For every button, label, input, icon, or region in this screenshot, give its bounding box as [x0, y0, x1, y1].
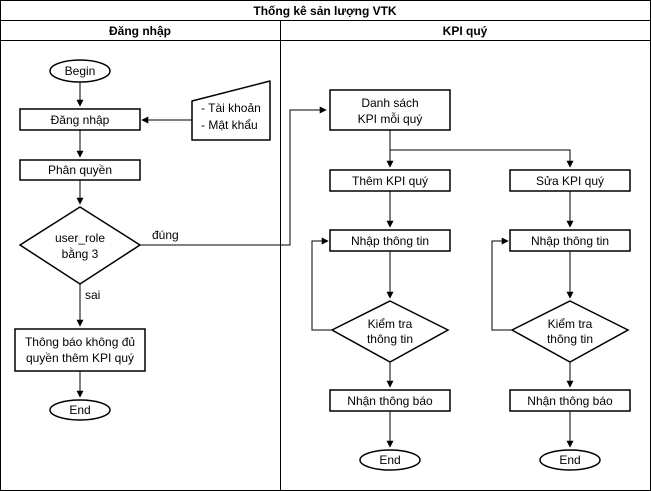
diagram-title: Thống kê sản lượng VTK: [253, 4, 397, 18]
begin-node: Begin: [49, 59, 111, 83]
edge-decision-yes: [140, 106, 327, 246]
kpi-list-node: Danh sách KPI mỗi quý: [329, 89, 451, 131]
end-node-left: End: [49, 399, 111, 421]
add-kpi-label: Thêm KPI quý: [352, 174, 428, 188]
input-info-add-node: Nhập thông tin: [329, 229, 451, 252]
check-add-label-2: thông tin: [367, 332, 413, 346]
kpi-list-label-1: Danh sách: [361, 96, 418, 110]
input-account-label: - Tài khoản: [201, 101, 261, 115]
login-node: Đăng nhập: [19, 108, 141, 131]
edit-kpi-node: Sửa KPI quý: [509, 169, 631, 192]
lane-title-login: Đăng nhập: [109, 24, 171, 38]
login-label: Đăng nhập: [51, 113, 110, 127]
end-node-add: End: [359, 449, 421, 471]
lane-title-kpi: KPI quý: [443, 24, 488, 38]
check-info-add-node: Kiểm tra thông tin: [330, 300, 450, 363]
notify-edit-label: Nhận thông báo: [527, 394, 613, 408]
notify-edit-node: Nhận thông báo: [509, 389, 631, 412]
end-left-label: End: [69, 403, 90, 417]
manual-input-node: - Tài khoản - Mật khẩu: [191, 80, 271, 141]
decision-label-1: user_role: [55, 231, 105, 245]
permission-node: Phân quyền: [19, 159, 141, 181]
notify-add-node: Nhận thông báo: [329, 389, 451, 412]
input-password-label: - Mật khẩu: [201, 118, 258, 132]
input-info-edit-node: Nhập thông tin: [509, 229, 631, 252]
connectors: [76, 82, 574, 448]
permission-label: Phân quyền: [48, 163, 112, 177]
begin-label: Begin: [65, 64, 96, 78]
check-add-label-1: Kiểm tra: [368, 317, 413, 331]
add-kpi-node: Thêm KPI quý: [329, 169, 451, 192]
input-info-add-label: Nhập thông tin: [351, 234, 429, 248]
check-info-edit-node: Kiểm tra thông tin: [510, 300, 630, 363]
edge-label-no: sai: [85, 288, 100, 302]
role-decision-node: user_role bằng 3: [18, 206, 142, 285]
check-edit-label-2: thông tin: [547, 332, 593, 346]
denied-label-1: Thông báo không đủ: [25, 335, 135, 349]
edit-kpi-label: Sửa KPI quý: [536, 174, 604, 188]
input-info-edit-label: Nhập thông tin: [531, 234, 609, 248]
end-edit-label: End: [559, 453, 580, 467]
edge-list-edit: [390, 149, 574, 168]
denied-label-2: quyền thêm KPI quý: [26, 351, 134, 365]
edge-check-edit-loop: [491, 237, 512, 331]
denied-message-node: Thông báo không đủ quyền thêm KPI quý: [14, 328, 146, 372]
end-add-label: End: [379, 453, 400, 467]
notify-add-label: Nhận thông báo: [347, 394, 433, 408]
decision-label-2: bằng 3: [62, 246, 99, 261]
end-node-edit: End: [539, 449, 601, 471]
edge-label-yes: đúng: [152, 228, 179, 242]
edge-check-add-loop: [311, 237, 332, 331]
kpi-list-label-2: KPI mỗi quý: [358, 111, 423, 126]
check-edit-label-1: Kiểm tra: [548, 317, 593, 331]
